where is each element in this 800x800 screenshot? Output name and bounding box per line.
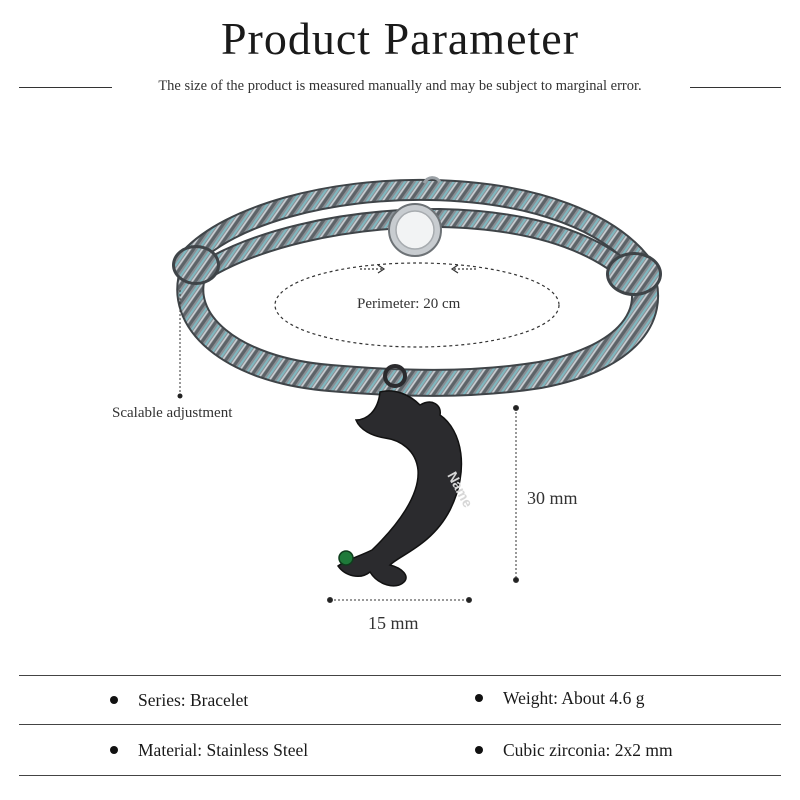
- adjustment-guide: [177, 290, 183, 399]
- jump-ring: [383, 364, 407, 388]
- sliding-knot-left: [172, 245, 220, 285]
- perimeter-arrows: [360, 264, 476, 274]
- width-dimension: [327, 597, 472, 603]
- bracelet-cord: [176, 178, 659, 397]
- page-title: Product Parameter: [220, 13, 580, 64]
- bullet-icon: [110, 695, 118, 704]
- subtitle-row: The size of the product is measured manu…: [0, 76, 800, 100]
- cubic-zirconia-gem: [338, 550, 354, 566]
- spec-material: Material: Stainless Steel: [110, 740, 308, 761]
- height-dimension: [513, 405, 519, 583]
- bracelet-illustration: Name: [172, 176, 662, 603]
- bullet-icon: [475, 693, 483, 702]
- pendant: [336, 390, 463, 587]
- subtitle-note: The size of the product is measured manu…: [158, 78, 642, 94]
- subtitle-divider-left: [19, 87, 112, 88]
- height-label: 30 mm: [527, 488, 578, 508]
- spec-weight: Weight: About 4.6 g: [475, 688, 645, 709]
- spec-series: Series: Bracelet: [110, 690, 248, 711]
- width-label: 15 mm: [368, 613, 419, 633]
- perimeter-label: Perimeter: 20 cm: [357, 296, 461, 312]
- adjustment-label: Scalable adjustment: [112, 405, 233, 421]
- perimeter-outline: [274, 262, 560, 348]
- sliding-knot-right: [606, 252, 662, 296]
- subtitle-divider-right: [690, 87, 781, 88]
- bullet-icon: [110, 745, 118, 754]
- spec-divider-middle: [19, 724, 781, 725]
- spec-cubic-zirconia: Cubic zirconia: 2x2 mm: [475, 740, 673, 761]
- spec-divider-top: [19, 675, 781, 676]
- bullet-icon: [475, 745, 483, 754]
- magnetic-clasp: [388, 176, 442, 257]
- spec-divider-bottom: [19, 775, 781, 776]
